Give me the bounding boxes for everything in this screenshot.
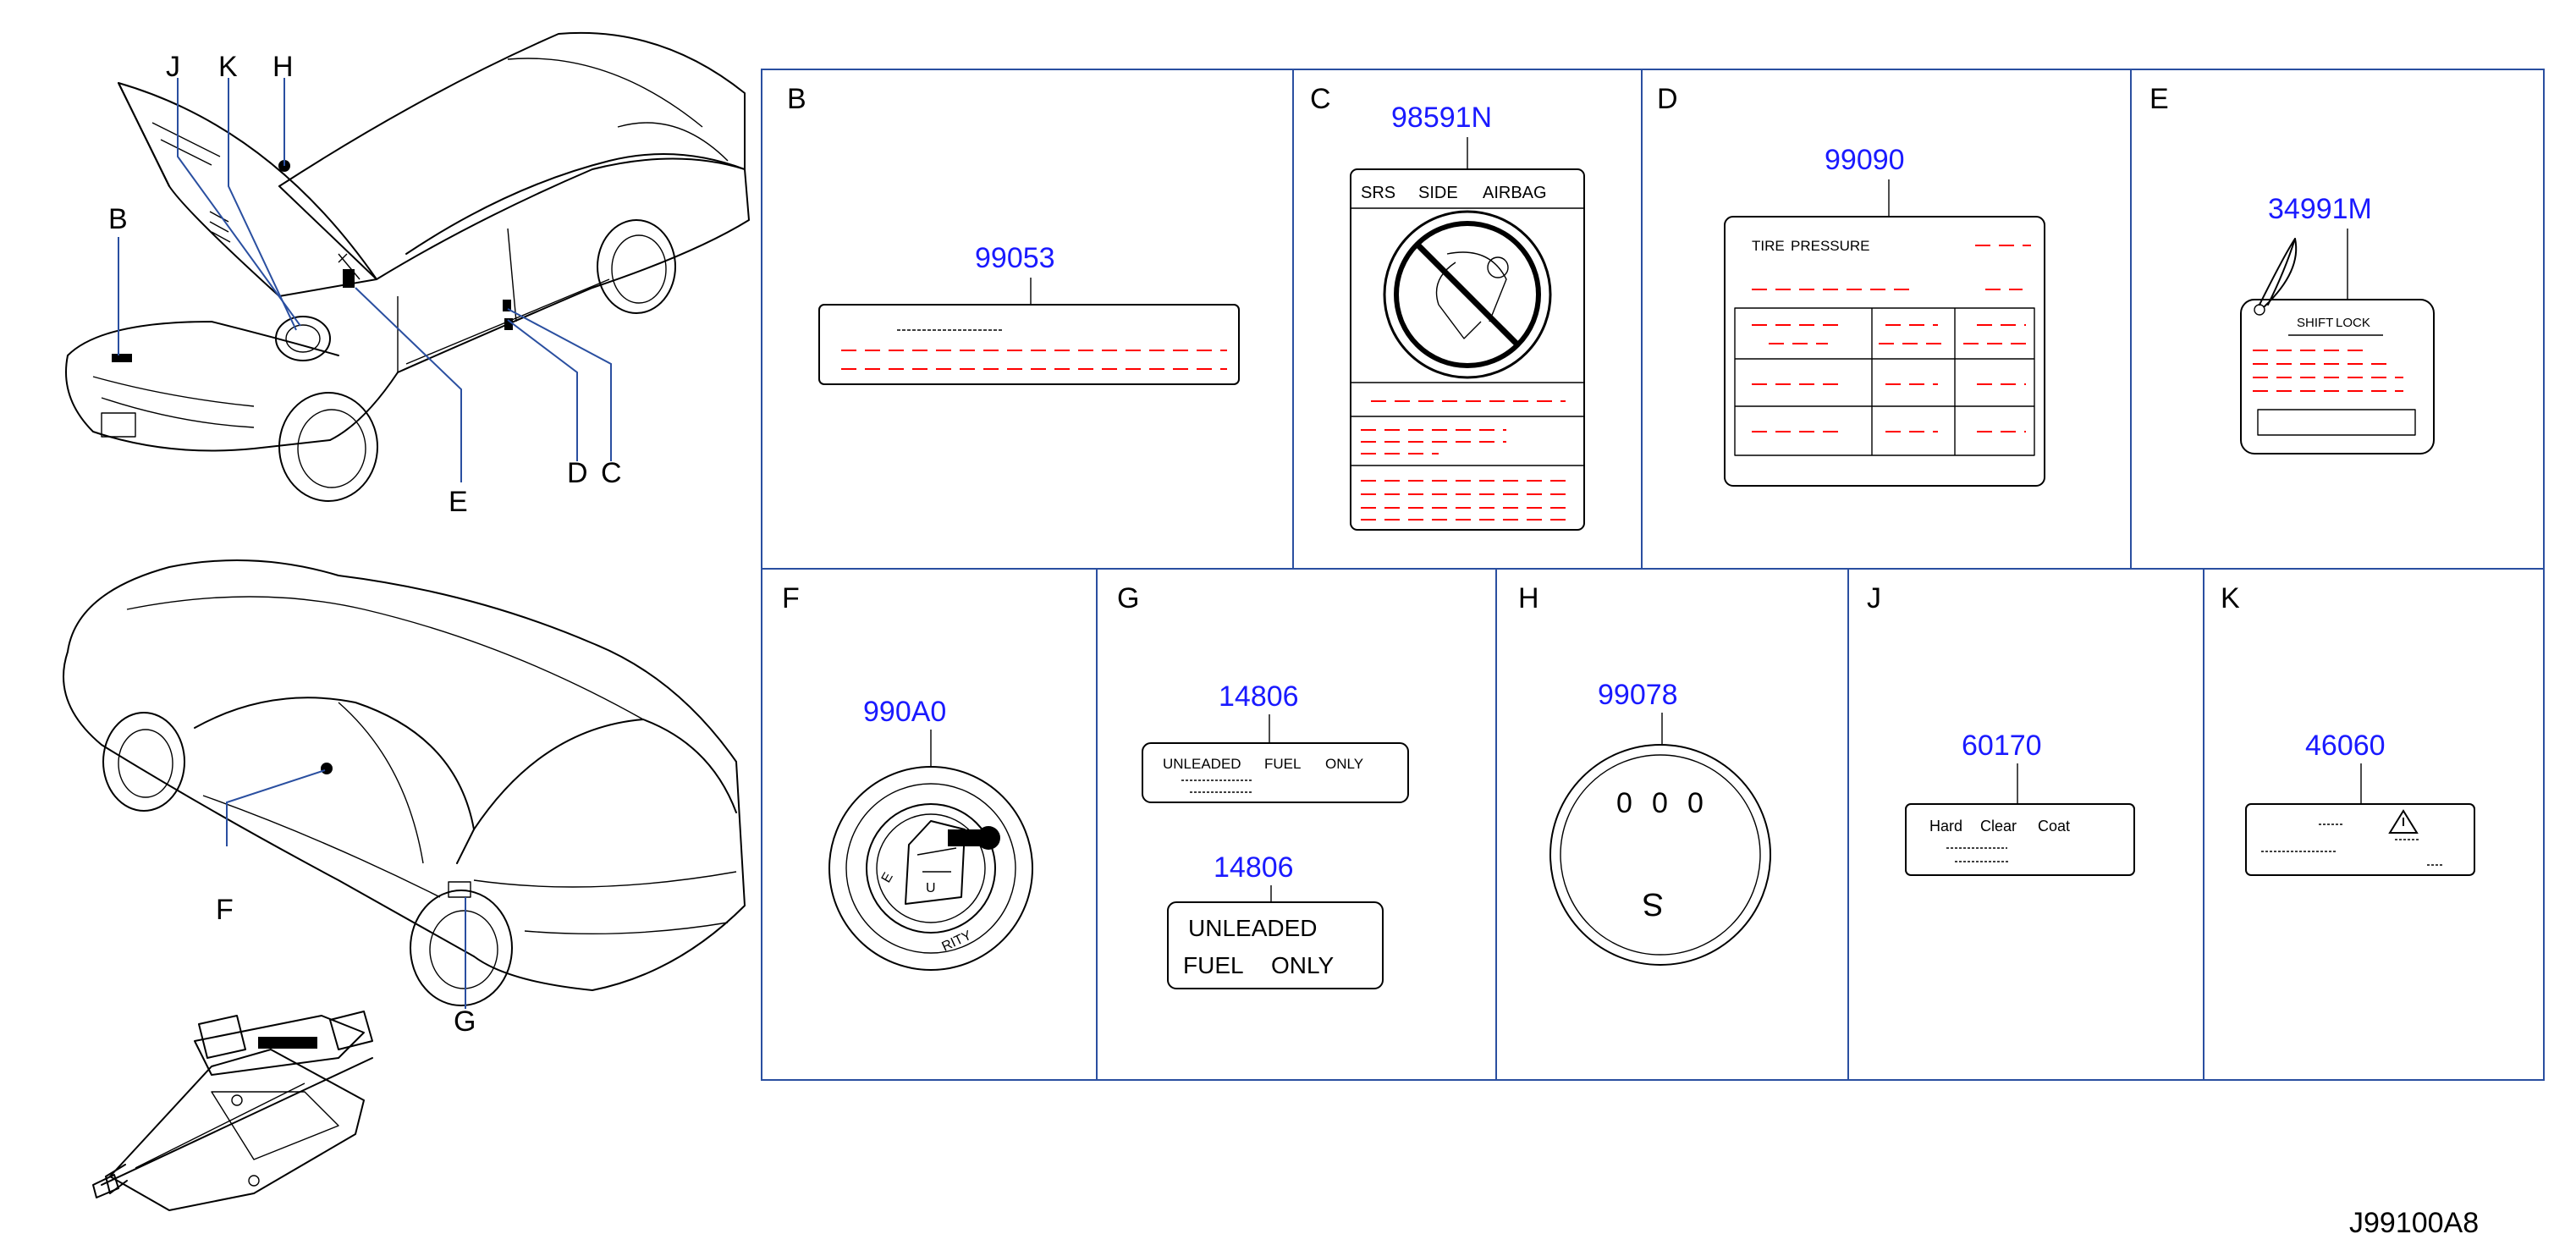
svg-text:UNLEADED: UNLEADED (1188, 915, 1317, 941)
panel-g-part-number-2: 14806 (1214, 851, 1294, 884)
callout-c: C (601, 457, 622, 489)
panel-b-part-number: 99053 (975, 242, 1055, 274)
panel-e-part-number: 34991M (2268, 193, 2372, 225)
panel-k-letter: K (2221, 582, 2240, 614)
svg-text:SIDE: SIDE (1418, 184, 1458, 202)
label-99053 (818, 304, 1240, 385)
svg-text:SRS: SRS (1361, 184, 1395, 202)
label-46060 (2245, 803, 2475, 876)
panel-d: D 99090 TIRE PRESSURE (1657, 83, 2045, 487)
svg-text:LOCK: LOCK (2336, 316, 2370, 330)
callout-b: B (108, 203, 128, 235)
svg-text:SHIFT: SHIFT (2297, 316, 2333, 330)
svg-text:TIRE: TIRE (1752, 238, 1785, 254)
panel-g: G 14806 UNLEADED FUEL ONLY 14806 UNLEADE… (1117, 582, 1409, 989)
panel-f: F 990A0 E U RITY (782, 582, 1033, 971)
label-990a0 (828, 766, 1033, 971)
warning-triangle-icon (2388, 809, 2419, 834)
callout-h: H (272, 51, 294, 83)
panel-e-letter: E (2149, 83, 2169, 115)
svg-text:Hard: Hard (1929, 818, 1962, 835)
callout-e: E (449, 486, 468, 518)
label-99078 (1549, 744, 1771, 966)
svg-text:Coat: Coat (2038, 818, 2070, 835)
car-rear-illustration (63, 559, 746, 1009)
svg-text:U: U (926, 881, 936, 895)
label-98591n (1350, 168, 1585, 531)
svg-text:FUEL: FUEL (1264, 756, 1301, 772)
panel-d-letter: D (1657, 83, 1678, 115)
jack-illustration (92, 1011, 373, 1211)
panel-c: C 98591N SRS SIDE AIRBAG (1310, 83, 1585, 531)
panel-j: J 60170 Hard Clear Coat (1867, 582, 2135, 876)
panel-b: B 99053 (787, 83, 1240, 385)
label-14806-large (1167, 901, 1384, 989)
svg-text:UNLEADED: UNLEADED (1163, 756, 1241, 772)
panel-g-letter: G (1117, 582, 1139, 614)
svg-text:0: 0 (1687, 787, 1704, 819)
svg-text:0: 0 (1652, 787, 1668, 819)
panel-h: H 99078 0 0 0 S (1518, 582, 1771, 966)
panel-f-part-number: 990A0 (863, 696, 946, 728)
panel-h-letter: H (1518, 582, 1539, 614)
svg-text:Clear: Clear (1980, 818, 2017, 835)
panel-h-part-number: 99078 (1598, 679, 1678, 711)
panel-j-part-number: 60170 (1962, 730, 2042, 762)
svg-text:AIRBAG: AIRBAG (1483, 184, 1547, 202)
diagram-code: J99100A8 (2349, 1207, 2479, 1239)
panel-c-letter: C (1310, 83, 1331, 115)
panel-k-part-number: 46060 (2305, 730, 2386, 762)
panel-d-part-number: 99090 (1825, 144, 1905, 176)
svg-text:ONLY: ONLY (1271, 952, 1334, 978)
label-14806-small (1142, 742, 1409, 803)
svg-text:S: S (1643, 886, 1664, 922)
panel-g-part-number-1: 14806 (1219, 680, 1299, 713)
car-front-illustration (65, 31, 750, 502)
callout-k: K (218, 51, 238, 83)
panel-b-letter: B (787, 83, 806, 115)
callout-g: G (454, 1005, 476, 1038)
callout-j: J (166, 51, 180, 83)
callout-d: D (567, 457, 588, 489)
svg-text:ONLY: ONLY (1325, 756, 1363, 772)
svg-text:PRESSURE: PRESSURE (1791, 238, 1870, 254)
panel-f-letter: F (782, 582, 800, 614)
panel-e: E 34991M SHIFT LOCK (2149, 83, 2435, 454)
panel-j-letter: J (1867, 582, 1881, 614)
panel-c-part-number: 98591N (1391, 102, 1492, 134)
label-99090 (1724, 216, 2045, 487)
callout-f: F (216, 894, 234, 926)
svg-text:FUEL: FUEL (1183, 952, 1244, 978)
svg-text:0: 0 (1616, 787, 1632, 819)
panel-k: K 46060 (2221, 582, 2475, 876)
label-60170 (1905, 803, 2135, 876)
label-grid (761, 69, 2545, 1081)
